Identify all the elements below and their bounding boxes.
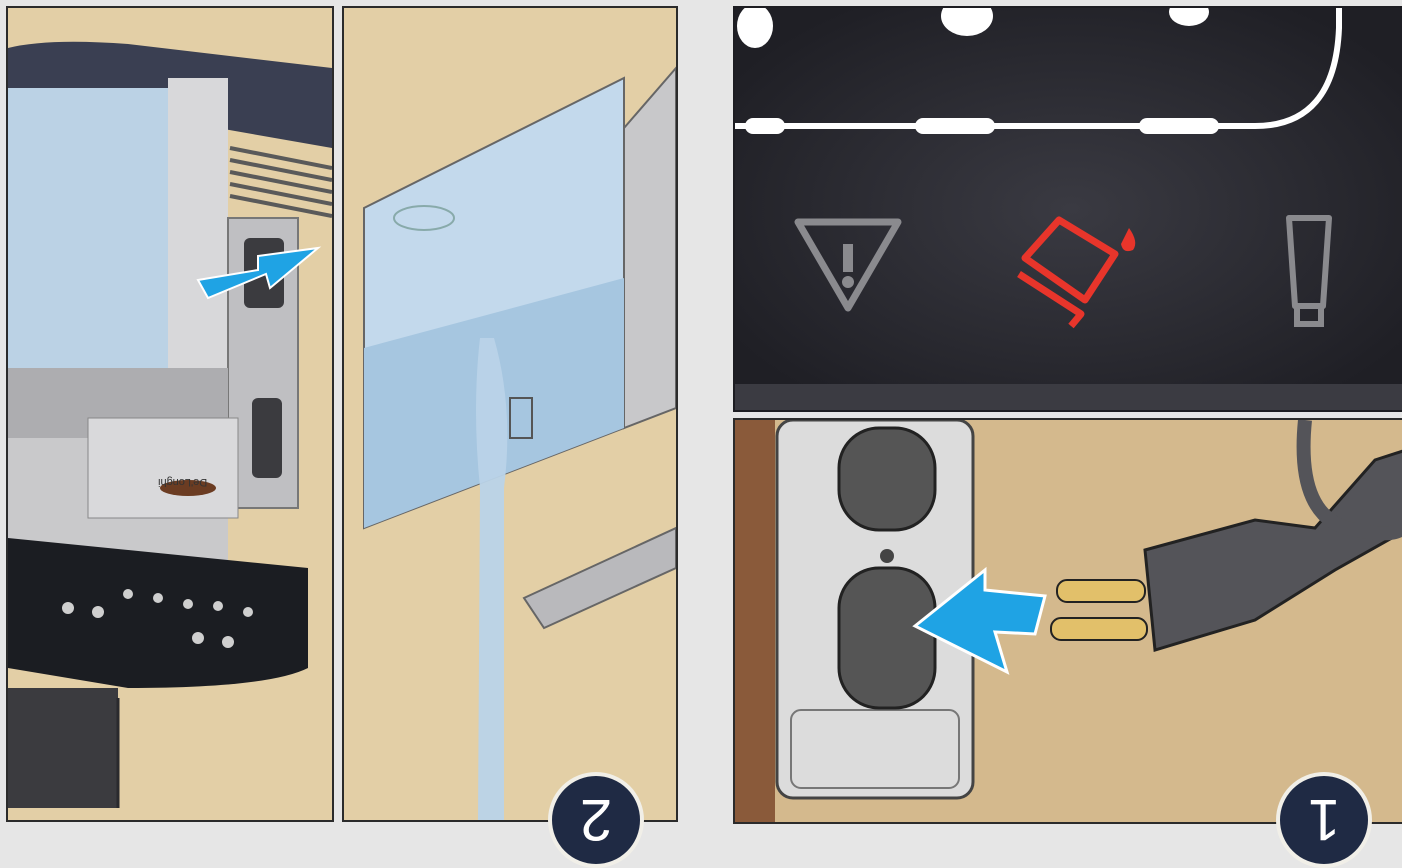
panel-remove-water-tank: De'Longhi (6, 6, 334, 822)
machine-illustration (8, 8, 332, 820)
step-2-badge: 2 (548, 772, 644, 868)
info-warning-icon (793, 214, 903, 314)
panel-display-alert (733, 6, 1402, 412)
display-illustration (735, 8, 1402, 410)
water-tank-icon (1011, 214, 1151, 334)
water-tank-illustration (344, 8, 676, 820)
brand-label: De'Longhi (158, 476, 207, 488)
milk-container-icon (1283, 214, 1335, 330)
step-1-badge: 1 (1276, 772, 1372, 868)
panel-unplug (733, 418, 1402, 824)
panel-empty-water-tank (342, 6, 678, 822)
outlet-illustration (735, 420, 1402, 822)
